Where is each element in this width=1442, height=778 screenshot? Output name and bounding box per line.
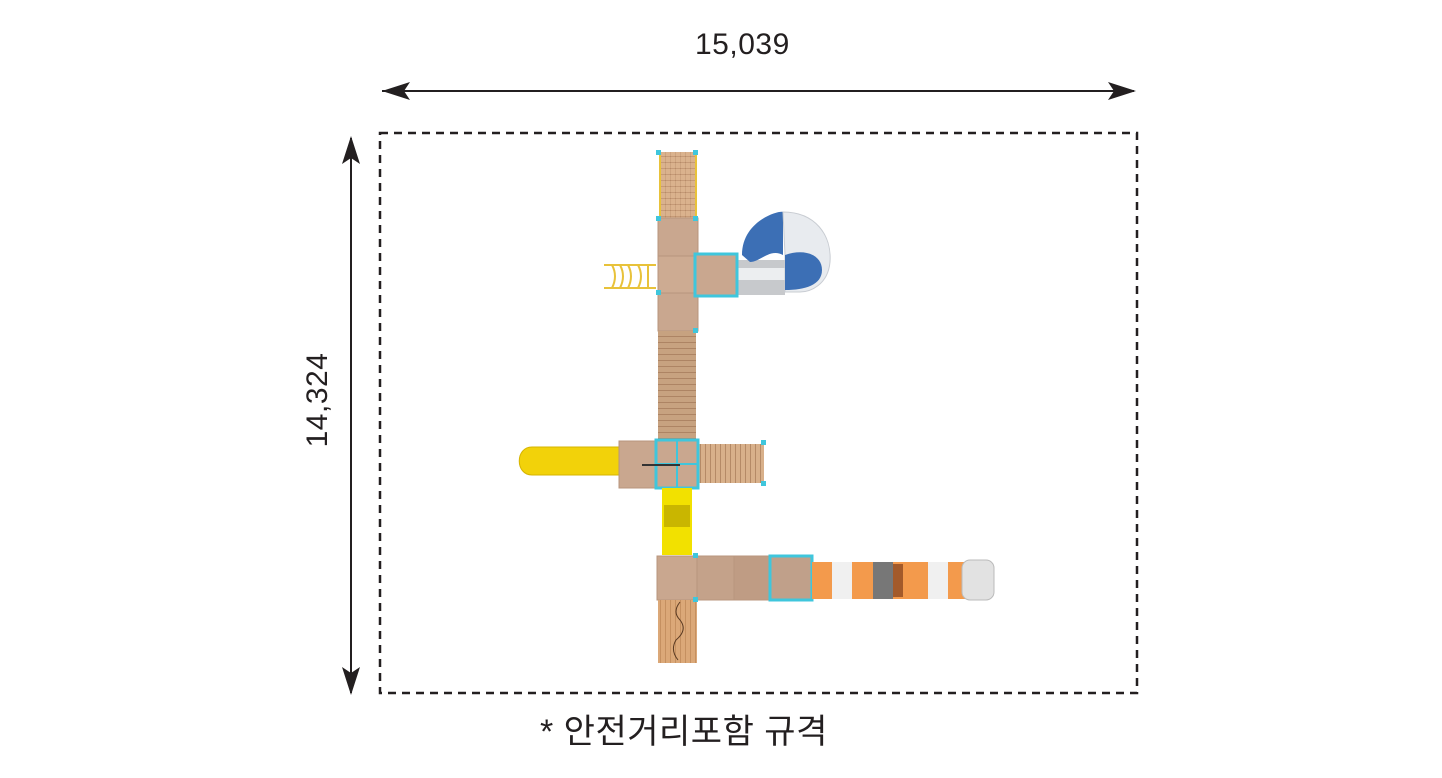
spiral-slide	[742, 211, 783, 262]
yellow-slide	[518, 446, 620, 476]
width-dimension-label: 15,039	[695, 28, 790, 61]
deck-framed	[693, 252, 739, 298]
safety-zone-boundary	[378, 131, 1139, 695]
deck-framed	[768, 554, 814, 602]
height-dimension-arrow	[342, 136, 360, 695]
stairs	[658, 331, 696, 439]
tunnel-slide	[812, 559, 995, 601]
climbing-wall	[658, 600, 697, 663]
deck	[733, 555, 771, 601]
height-dimension-label: 14,324	[301, 352, 334, 448]
bridge	[699, 444, 764, 483]
width-dimension-arrow	[382, 82, 1136, 100]
footnote: * 안전거리포함 규격	[540, 713, 828, 751]
deck	[656, 555, 698, 601]
play-structure	[518, 150, 995, 663]
deck	[657, 217, 699, 257]
deck	[696, 555, 735, 601]
deck	[657, 255, 699, 297]
deck	[657, 292, 699, 332]
ladder	[604, 264, 656, 289]
